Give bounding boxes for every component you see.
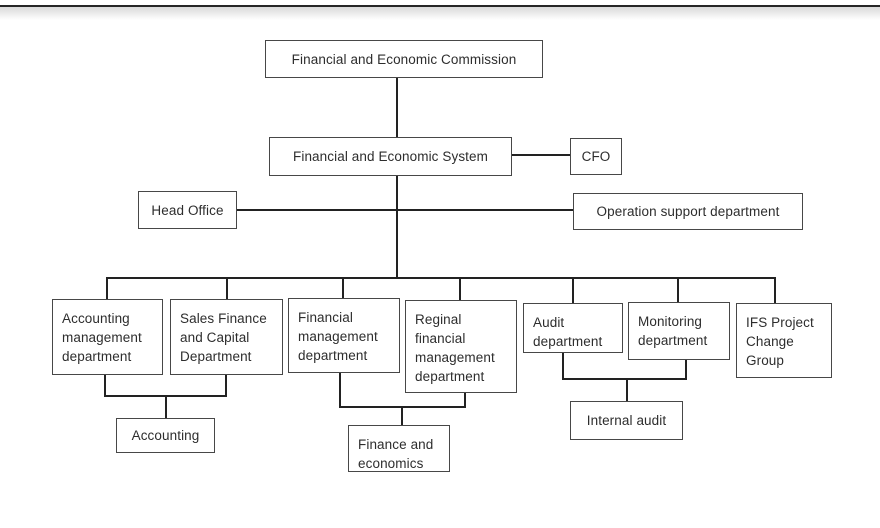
org-node-internal-audit: Internal audit xyxy=(570,401,683,440)
edge-audit-drop xyxy=(562,352,564,380)
edge-stub-reginal xyxy=(459,277,461,301)
edge-reginal-drop xyxy=(464,392,466,408)
org-node-audit-department: Audit department xyxy=(523,303,623,353)
org-node-accounting-management-department: Accounting management department xyxy=(52,299,163,375)
edge-stub-monitoring xyxy=(677,277,679,303)
org-node-ifs-project-change-group: IFS Project Change Group xyxy=(736,303,832,378)
edge-sales-finance-drop xyxy=(225,374,227,397)
edge-headoffice-operation xyxy=(237,209,573,211)
edge-internal-audit-drop xyxy=(626,378,628,402)
edge-system-children-bus xyxy=(396,176,398,279)
org-node-accounting: Accounting xyxy=(116,418,215,453)
org-node-financial-management-department: Financial management department xyxy=(288,298,400,373)
edge-system-cfo xyxy=(512,154,570,156)
org-node-cfo: CFO xyxy=(570,138,622,175)
org-node-operation-support-department: Operation support department xyxy=(573,193,803,230)
edge-financial-mgmt-drop xyxy=(339,372,341,408)
edge-children-bus xyxy=(106,277,776,279)
org-node-monitoring-department: Monitoring department xyxy=(628,302,730,360)
edge-commission-system xyxy=(396,78,398,138)
edge-finance-economics-drop xyxy=(401,406,403,426)
edge-stub-sales-finance xyxy=(226,277,228,300)
page-top-shadow xyxy=(0,7,880,20)
edge-stub-financial-mgmt xyxy=(342,277,344,299)
edge-stub-audit xyxy=(572,277,574,304)
page-top-border xyxy=(0,5,880,7)
edge-accounting-mgmt-drop xyxy=(104,374,106,397)
edge-internal-audit-bus xyxy=(562,378,687,380)
org-node-reginal-financial-management-department: Reginal financial management department xyxy=(405,300,517,393)
org-node-financial-economic-commission: Financial and Economic Commission xyxy=(265,40,543,78)
org-node-head-office: Head Office xyxy=(138,191,237,229)
edge-accounting-drop xyxy=(165,395,167,419)
org-node-finance-and-economics: Finance and economics xyxy=(348,425,450,472)
edge-stub-ifs xyxy=(774,277,776,304)
edge-stub-accounting-mgmt xyxy=(106,277,108,300)
org-node-sales-finance-capital-department: Sales Finance and Capital Department xyxy=(170,299,283,375)
org-node-financial-economic-system: Financial and Economic System xyxy=(269,137,512,176)
edge-monitoring-drop xyxy=(685,359,687,380)
